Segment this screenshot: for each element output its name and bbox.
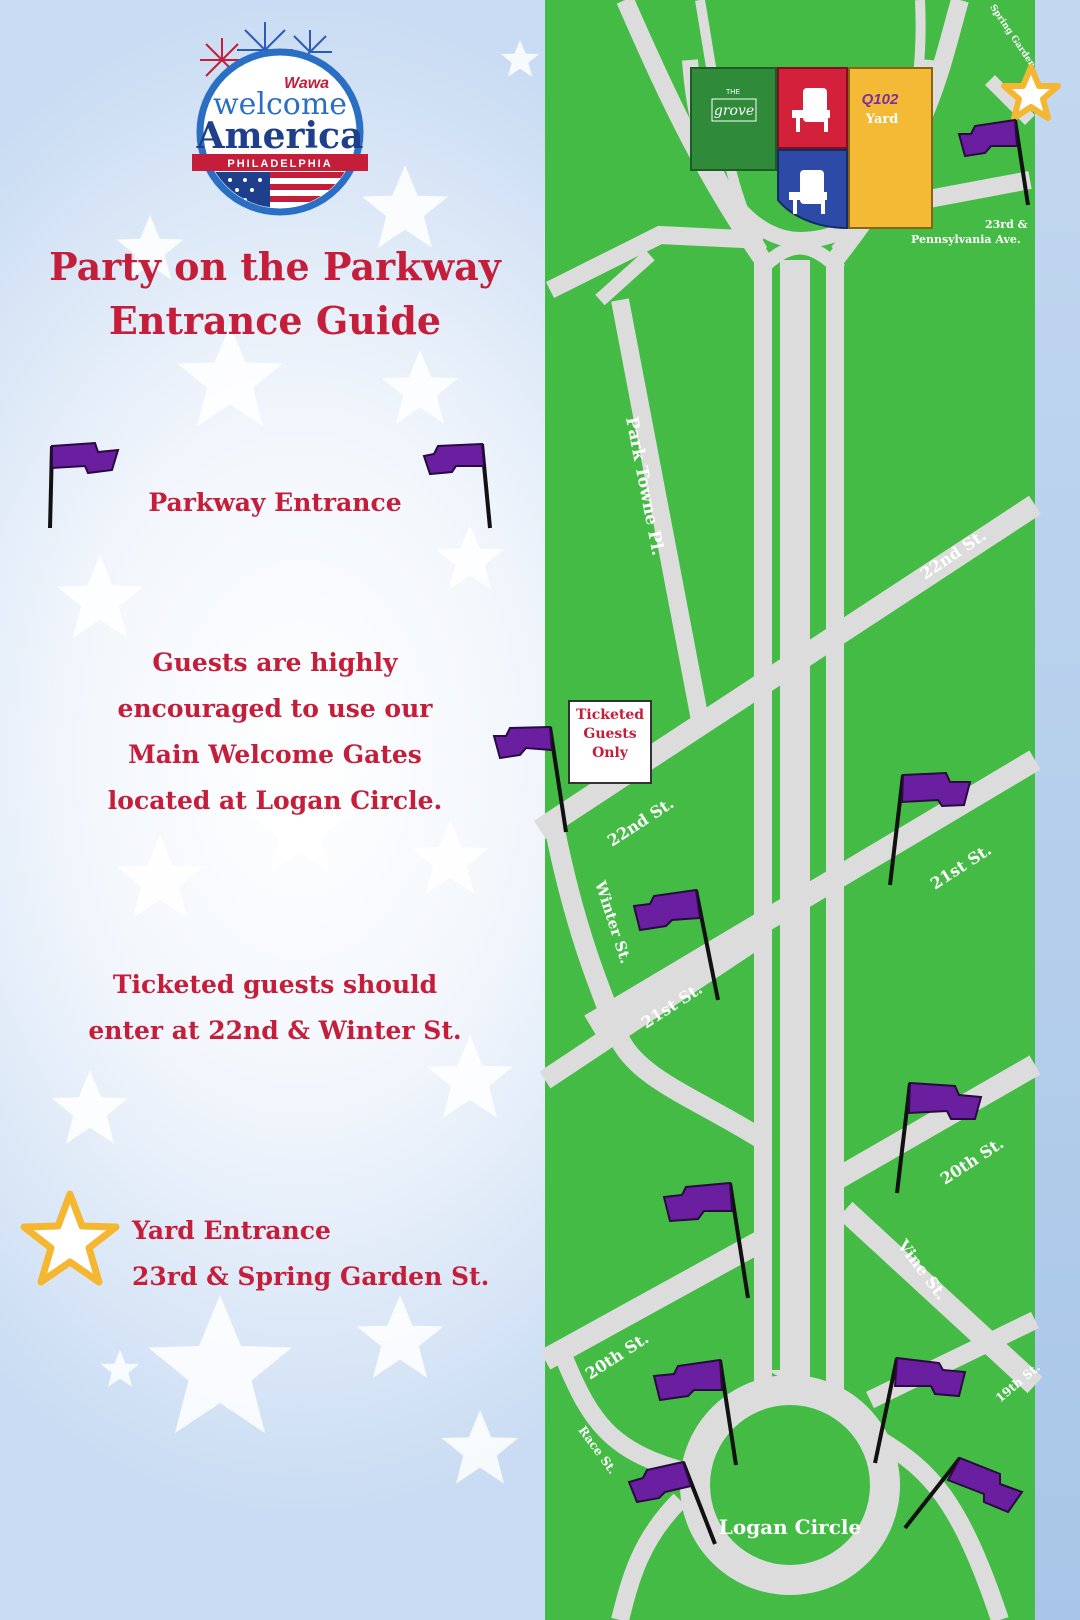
yard-zone	[848, 67, 933, 229]
ticketed-instructions: Ticketed guests should enter at 22nd & W…	[40, 962, 510, 1054]
ticket-sign-line: Ticketed	[575, 707, 645, 723]
flag-icon	[895, 1081, 983, 1194]
star-icon	[20, 1190, 120, 1286]
guests-line: Guests are highly	[152, 648, 398, 677]
grove-zone-small: THE	[726, 89, 740, 96]
yard-line: 23rd & Spring Garden St.	[132, 1262, 490, 1291]
flag-icon	[873, 1356, 967, 1464]
guests-line: Main Welcome Gates	[128, 740, 422, 769]
welcome-america-logo: Wawa welcome America PHILADELPHIA	[192, 22, 368, 216]
map-flags	[492, 118, 1030, 1545]
ticketed-guests-only-sign: Ticketed Guests Only	[568, 700, 652, 784]
ticket-sign-line: Only	[592, 745, 628, 761]
q102-logo-text: Q102	[862, 91, 899, 108]
guests-line: encouraged to use our	[117, 694, 433, 723]
logo-welcome-text: welcome	[213, 87, 347, 122]
street-label-pennsylvania: Pennsylvania Ave.	[911, 233, 1021, 246]
guests-instructions: Guests are highly encouraged to use our …	[50, 640, 500, 824]
ticketed-line: enter at 22nd & Winter St.	[88, 1016, 462, 1045]
right-edge-band	[1030, 0, 1080, 1620]
title-line-1: Party on the Parkway	[49, 244, 501, 289]
yard-entrance-star-icon	[1001, 64, 1061, 121]
parkway-entrance-label: Parkway Entrance	[148, 488, 402, 517]
ticketed-line: Ticketed guests should	[112, 970, 438, 999]
flag-icon	[957, 118, 1030, 206]
yard-zone-label: Yard	[865, 112, 899, 127]
logo-wawa-text: Wawa	[284, 75, 329, 92]
guests-line: located at Logan Circle.	[107, 786, 443, 815]
ticket-sign-line: Guests	[583, 726, 637, 742]
flag-icon	[492, 725, 568, 833]
page-title: Party on the Parkway Entrance Guide	[20, 240, 530, 348]
title-line-2: Entrance Guide	[108, 298, 442, 343]
yard-entrance-info: Yard Entrance 23rd & Spring Garden St.	[132, 1208, 572, 1300]
flag-icon	[627, 1460, 717, 1545]
flag-icon	[632, 888, 720, 1001]
yard-line: Yard Entrance	[132, 1216, 331, 1245]
grove-zone-label: grove	[714, 103, 754, 119]
flag-icon	[662, 1181, 750, 1299]
chair-icon	[789, 170, 827, 214]
chair-icon	[792, 88, 830, 132]
flag-icon	[48, 441, 120, 529]
logo-america-text: America	[196, 115, 364, 157]
flag-icon	[888, 771, 972, 886]
flag-icon	[422, 442, 492, 529]
logo-city-text: PHILADELPHIA	[227, 158, 332, 170]
logan-circle-label: Logan Circle	[719, 1515, 861, 1539]
flag-icon	[652, 1358, 738, 1466]
flag-icon	[903, 1456, 1024, 1530]
parkway-map: Logan Circle THE grove Q102 Yard Park To…	[492, 0, 1061, 1620]
grove-zone	[690, 67, 777, 171]
street-label-23rd: 23rd &	[985, 218, 1028, 231]
